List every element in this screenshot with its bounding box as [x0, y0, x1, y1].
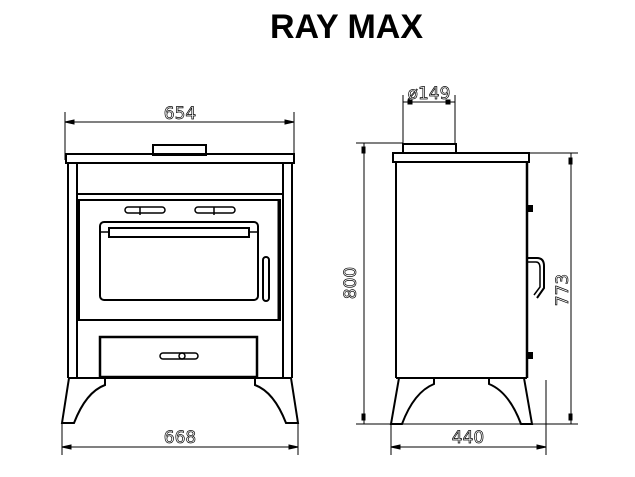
- flue-diameter-label: ø149: [408, 84, 451, 104]
- total-height-label: 800: [341, 267, 361, 299]
- side-view: ø149 800 773: [341, 84, 578, 455]
- front-view: 654: [60, 104, 300, 455]
- depth-label: 440: [452, 428, 484, 448]
- drawing-title: RAY MAX: [269, 8, 424, 46]
- front-top-width-label: 654: [164, 104, 196, 124]
- body-height-label: 773: [553, 274, 573, 306]
- front-base-width-label: 668: [164, 428, 196, 448]
